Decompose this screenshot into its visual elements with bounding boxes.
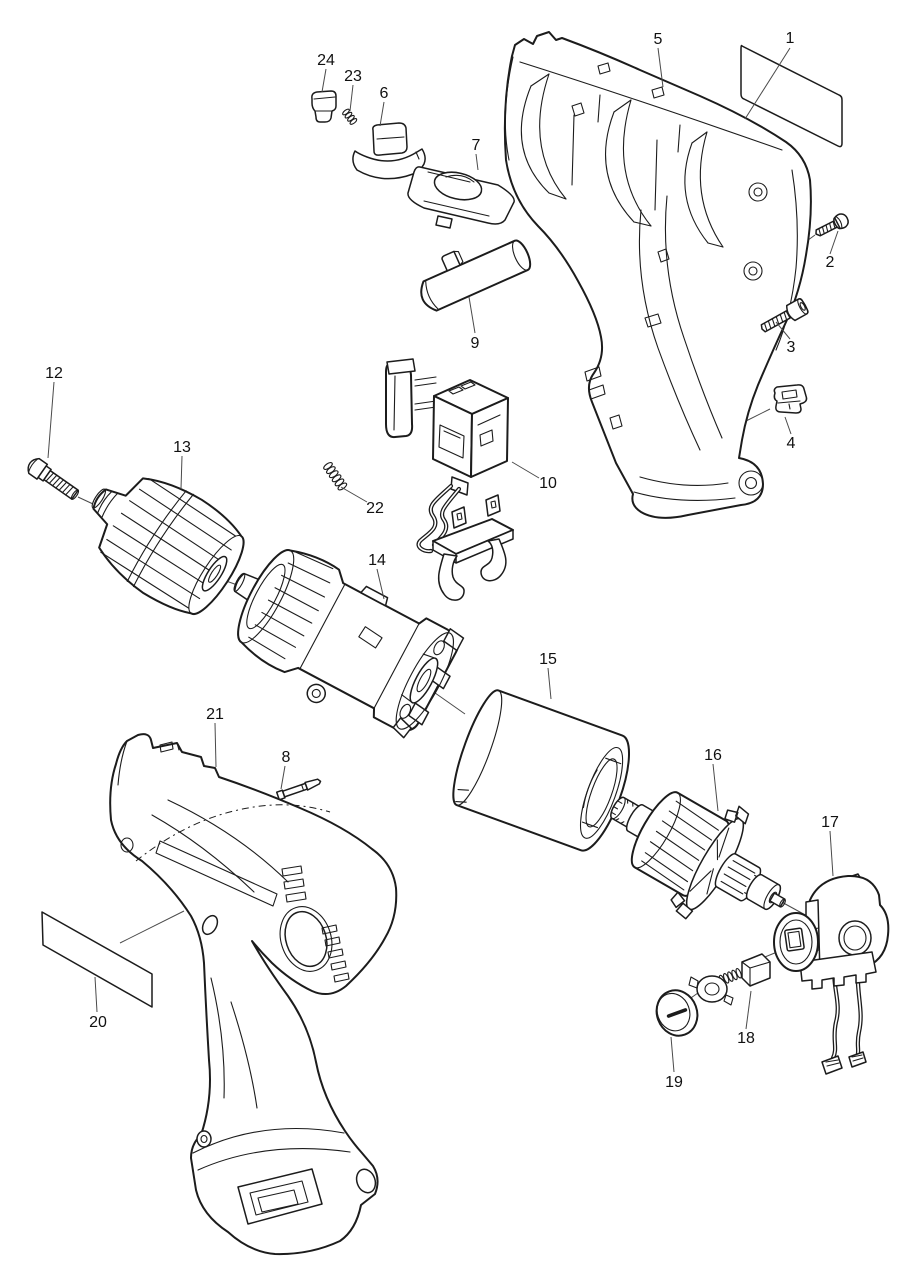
part-1-name-plate bbox=[740, 44, 843, 148]
part-8-pin bbox=[275, 778, 322, 801]
callout-12: 12 bbox=[45, 365, 63, 382]
callout-7: 7 bbox=[472, 137, 481, 154]
part-23-spring bbox=[342, 108, 358, 125]
callout-13: 13 bbox=[173, 439, 191, 456]
part-22-spring bbox=[323, 462, 348, 491]
part-6-reversing-lever bbox=[352, 122, 426, 180]
callout-2: 2 bbox=[826, 254, 835, 271]
part-3-screw bbox=[760, 298, 809, 333]
callout-22: 22 bbox=[366, 500, 384, 517]
part-18-carbon-brush bbox=[688, 953, 771, 1006]
callout-4: 4 bbox=[787, 435, 796, 452]
part-4-clip bbox=[773, 384, 808, 414]
part-20-label bbox=[41, 911, 153, 1008]
part-16-armature bbox=[610, 791, 786, 920]
part-10-switch-assembly bbox=[385, 358, 514, 601]
part-19-brush-cap bbox=[655, 989, 699, 1037]
callout-17: 17 bbox=[821, 814, 839, 831]
leader-lines bbox=[47, 47, 839, 1073]
callout-15: 15 bbox=[539, 651, 557, 668]
callout-1: 1 bbox=[786, 30, 795, 47]
part-12-bolt bbox=[27, 457, 80, 500]
part-17-end-bell bbox=[773, 873, 890, 1075]
part-2-screw bbox=[815, 213, 849, 237]
part-15-yoke bbox=[452, 689, 631, 852]
part-9-rod bbox=[420, 239, 532, 312]
part-13-chuck bbox=[91, 477, 245, 615]
callout-3: 3 bbox=[787, 339, 796, 356]
callout-6: 6 bbox=[380, 85, 389, 102]
part-5-housing-right-half bbox=[503, 31, 812, 519]
callout-numbers: 1 2 3 4 5 6 7 8 9 10 12 13 14 15 16 17 1… bbox=[45, 30, 839, 1091]
callout-24: 24 bbox=[317, 52, 335, 69]
callout-23: 23 bbox=[344, 68, 362, 85]
callout-8: 8 bbox=[282, 749, 291, 766]
callout-19: 19 bbox=[665, 1074, 683, 1091]
callout-21: 21 bbox=[206, 706, 224, 723]
callout-16: 16 bbox=[704, 747, 722, 764]
part-7-slider-plate bbox=[407, 166, 515, 229]
callout-9: 9 bbox=[471, 335, 480, 352]
callout-20: 20 bbox=[89, 1014, 107, 1031]
callout-18: 18 bbox=[737, 1030, 755, 1047]
part-14-gear-assembly bbox=[233, 549, 465, 739]
part-24-lock-button bbox=[311, 90, 337, 123]
part-21-housing-left-half bbox=[109, 733, 398, 1256]
callout-10: 10 bbox=[539, 475, 557, 492]
callout-14: 14 bbox=[368, 552, 386, 569]
callout-5: 5 bbox=[654, 31, 663, 48]
